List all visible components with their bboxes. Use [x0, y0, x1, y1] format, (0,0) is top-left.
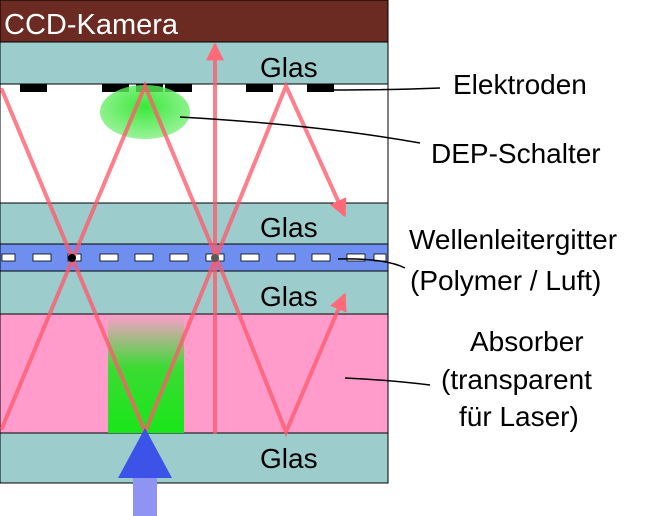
- absorber-label-line2: (transparent: [441, 364, 592, 395]
- absorber-label-line1: Absorber: [470, 326, 584, 357]
- absorber-label-line3: für Laser): [459, 401, 579, 432]
- glass-mid-lower-label: Glas: [260, 281, 318, 312]
- glass-bottom-layer: [0, 432, 389, 484]
- glass-bottom-label: Glas: [260, 443, 318, 474]
- leader-lines: [179, 87, 441, 386]
- electrodes-label: Elektroden: [453, 69, 587, 100]
- glass-top-layer: [0, 41, 389, 85]
- absorber-layer: [0, 313, 389, 434]
- glass-top-label: Glas: [260, 52, 318, 83]
- camera-layer: [0, 0, 389, 43]
- input-light-arrow: [118, 428, 172, 516]
- camera-label: CCD-Kamera: [4, 9, 179, 41]
- dep-switch-blob: [100, 85, 190, 139]
- cell-layer: [0, 83, 389, 204]
- scatter-point: [68, 254, 76, 262]
- dep-switch-label: DEP-Schalter: [431, 138, 601, 169]
- glass-mid-upper-label: Glas: [260, 212, 318, 243]
- waveguide-label-line2: (Polymer / Luft): [410, 265, 601, 296]
- waveguide-label-line1: Wellenleitergitter: [409, 224, 617, 255]
- scatter-point: [211, 254, 219, 262]
